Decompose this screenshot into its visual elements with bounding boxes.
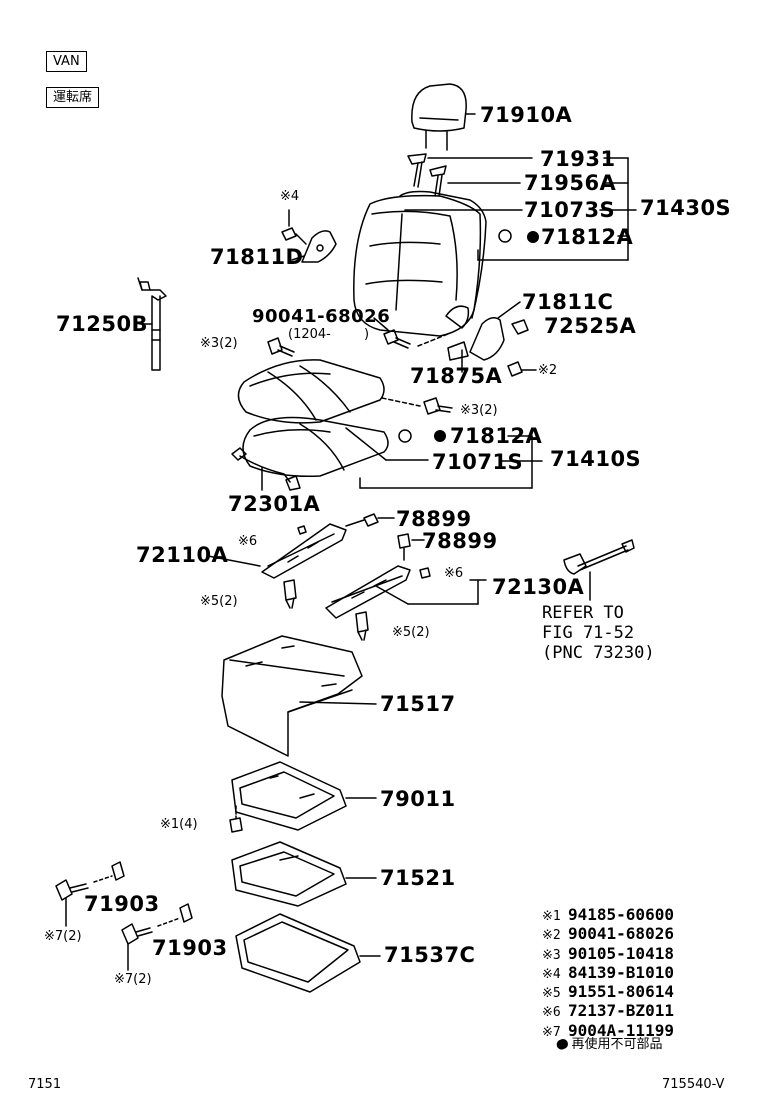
bolt-note3-left-illustration [267,337,295,357]
part-71812a-mid-label: 71812A [450,424,543,448]
71811c-illustration [447,301,537,377]
part-71811d-label: 71811D [210,245,304,269]
71537c-illustration [235,913,381,993]
part-71811c-label: 71811C [522,290,614,314]
note-3-left-label: ※3(2) [200,336,238,351]
refer-line-1: REFER TO [542,603,624,623]
part-71903-b-label: 71903 [152,936,228,960]
note-7-a-label: ※7(2) [44,929,82,944]
part-72110a-label: 72110A [136,543,229,567]
part-71430s-label: 71430S [640,196,732,220]
headrest-illustration [411,83,476,151]
part-71875a-label: 71875A [410,364,503,388]
part-78899-b-label: 78899 [422,529,498,553]
part-71410s-label: 71410S [550,447,642,471]
note-7-b-label: ※7(2) [114,972,152,987]
date-range-close-label: ) [364,327,370,342]
part-71812a-top-label: 71812A [541,225,634,249]
71430s-bracket [477,157,637,261]
part-72130a-label: 72130A [492,575,585,599]
footer-left-code: 7151 [28,1077,62,1092]
seatback-illustration [353,190,523,337]
part-71250b-label: 71250B [56,312,149,336]
72110a-illustration [207,513,395,609]
part-71910a-label: 71910A [480,103,573,127]
part-79011-label: 79011 [380,787,456,811]
part-71517-label: 71517 [380,692,456,716]
van-tag: VAN [46,51,87,72]
seat-cushion-illustration [237,359,429,478]
part-71956a-label: 71956A [524,171,617,195]
part-71537c-label: 71537C [384,943,476,967]
note-6-right-label: ※6 [444,566,464,581]
71811d-illustration [281,209,337,263]
part-72301a-label: 72301A [228,492,321,516]
note-6-left-label: ※6 [238,534,258,549]
part-71071s-label: 71071S [432,450,524,474]
note-2-label: ※2 [538,363,558,378]
driver-seat-tag: 運転席 [46,87,100,108]
71517-illustration [221,635,377,757]
bolt-note3-right-illustration [423,397,453,415]
note-5-left-label: ※5(2) [200,594,238,609]
bolt-90041-illustration [373,317,449,349]
71250b-illustration [137,277,167,371]
part-71931-label: 71931 [540,147,616,171]
72130a-illustration [325,533,487,641]
date-range-label: (1204- [288,327,331,342]
note-1-label: ※1(4) [160,817,198,832]
71410s-bracket [359,435,543,489]
refer-line-3: (PNC 73230) [542,643,655,663]
note-3-right-label: ※3(2) [460,403,498,418]
non-reusable-markers [434,231,568,1049]
part-71521-label: 71521 [380,866,456,890]
refer-line-2: FIG 71-52 [542,623,635,643]
part-71073s-label: 71073S [524,198,616,222]
note-5-right-label: ※5(2) [392,625,430,640]
part-90041-68026-label: 90041-68026 [252,306,391,327]
72301a-illustration [231,447,301,491]
footer-right-code: 715540-V [662,1077,725,1092]
note-4-label: ※4 [280,189,300,204]
non-reusable-note: ● 再使用不可部品 [556,1037,663,1052]
lever-reference-illustration [563,539,635,601]
part-71903-a-label: 71903 [84,892,160,916]
71521-illustration [231,841,377,907]
headrest-support-illustration [407,153,533,197]
part-78899-a-label: 78899 [396,507,472,531]
part-72525a-label: 72525A [544,314,637,338]
79011-illustration [229,761,377,833]
71903-illustration [55,861,193,971]
